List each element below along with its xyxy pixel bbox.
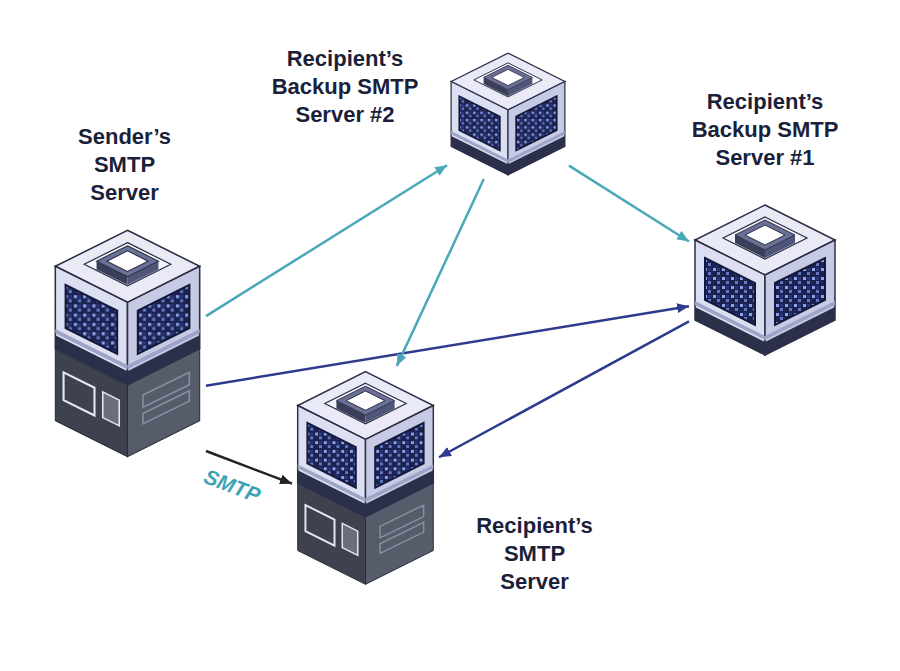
arrow-connector xyxy=(206,306,689,386)
drawing-part xyxy=(705,258,755,325)
server-cube xyxy=(45,220,210,467)
drawing-part xyxy=(325,383,406,424)
drawing-part xyxy=(695,240,765,355)
server-label: Sender’s SMTP Server xyxy=(62,123,187,207)
drawing-part xyxy=(64,372,95,415)
drawing-part xyxy=(380,522,424,553)
drawing-part xyxy=(66,285,118,354)
arrow-connector xyxy=(206,165,447,316)
server-node: Recipient’s Backup SMTP Server #1 xyxy=(685,195,845,365)
drawing-part xyxy=(138,285,190,354)
server-label: Recipient’s Backup SMTP Server #1 xyxy=(685,88,845,172)
drawing-part xyxy=(474,63,542,97)
drawing-part xyxy=(305,505,334,546)
drawing-part xyxy=(735,220,795,250)
server-label: Recipient’s SMTP Server xyxy=(472,512,597,596)
server-cube xyxy=(443,45,573,183)
drawing-part xyxy=(723,217,807,259)
arrow-connector xyxy=(397,179,484,366)
drawing-part xyxy=(97,246,159,277)
drawing-part xyxy=(103,392,120,426)
drawing-part xyxy=(492,69,525,85)
drawing-part xyxy=(307,423,355,488)
drawing-part xyxy=(55,266,127,384)
drawing-part xyxy=(336,386,394,415)
drawing-part xyxy=(516,96,557,150)
server-node: Sender’s SMTP Server xyxy=(45,220,210,467)
server-label: Recipient’s Backup SMTP Server #2 xyxy=(265,45,425,129)
drawing-part xyxy=(84,243,171,286)
drawing-part xyxy=(765,240,835,355)
drawing-part xyxy=(143,391,189,424)
drawing-part xyxy=(508,82,565,175)
drawing-part xyxy=(346,391,385,410)
drawing-part xyxy=(451,82,508,175)
server-node: Recipient’s Backup SMTP Server #2 xyxy=(443,45,573,183)
drawing-part xyxy=(745,225,785,245)
drawing-part xyxy=(375,423,423,488)
drawing-part xyxy=(107,251,148,272)
server-cube xyxy=(685,195,845,365)
drawing-part xyxy=(366,406,434,517)
drawing-part xyxy=(342,523,358,555)
drawing-part xyxy=(484,65,533,89)
arrow-connector xyxy=(439,321,689,457)
server-cube xyxy=(288,362,443,594)
arrow-connector xyxy=(569,166,689,242)
drawing-part xyxy=(128,266,200,384)
server-node: Recipient’s SMTP Server xyxy=(288,362,443,594)
drawing-part xyxy=(459,96,500,150)
drawing-part xyxy=(775,258,825,325)
drawing-part xyxy=(298,406,366,517)
